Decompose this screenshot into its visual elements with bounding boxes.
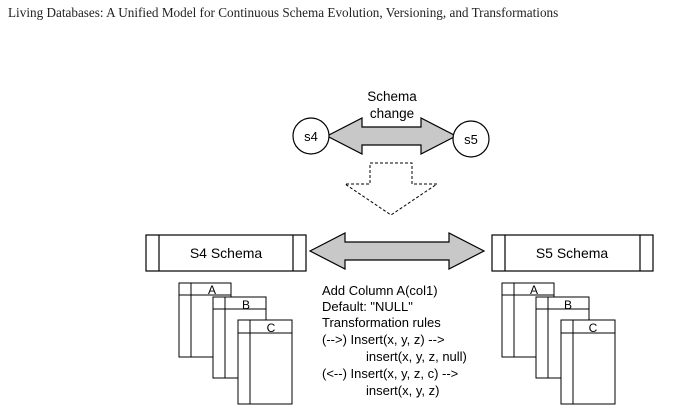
- s4-table-a-label: A: [208, 283, 216, 297]
- s5-schema-title: S5 Schema: [536, 245, 609, 261]
- transformation-line-default: Default: "NULL": [322, 299, 413, 314]
- running-title: Living Databases: A Unified Model for Co…: [8, 5, 559, 20]
- s4-schema-bar: S4 Schema: [145, 234, 307, 272]
- s5-table-c: C: [560, 319, 616, 405]
- s4-table-c-label: C: [267, 321, 276, 335]
- transformation-line-rules-heading: Transformation rules: [322, 315, 441, 330]
- node-s5-label: s5: [464, 132, 478, 147]
- node-s4: [292, 117, 330, 155]
- s4-table-c: C: [237, 319, 293, 405]
- schema-change-label-line2: change: [370, 106, 414, 121]
- node-s4-label: s4: [304, 129, 318, 144]
- s5-table-b-label: B: [564, 298, 572, 312]
- s5-schema-bar: S5 Schema: [491, 234, 654, 272]
- s5-table-a-label: A: [530, 283, 538, 297]
- transformation-line-add-column: Add Column A(col1): [322, 283, 438, 298]
- s4-table-b-label: B: [242, 298, 250, 312]
- transformation-arrow: [308, 232, 486, 270]
- transformation-line-backward-rule: (<--) Insert(x, y, z, c) -->: [322, 366, 458, 381]
- schema-change-arrow: [325, 117, 458, 155]
- node-s5: [452, 120, 490, 158]
- s5-table-stack: A B C: [501, 282, 616, 405]
- dashed-down-arrow: [343, 162, 439, 216]
- s5-table-c-label: C: [589, 321, 598, 335]
- transformation-line-backward-result: insert(x, y, z): [366, 383, 439, 398]
- transformation-line-forward-rule: (-->) Insert(x, y, z) -->: [322, 332, 445, 347]
- s4-table-stack: A B C: [178, 282, 293, 405]
- s4-schema-title: S4 Schema: [190, 245, 263, 261]
- schema-change-label-line1: Schema: [367, 89, 417, 104]
- transformation-description: Add Column A(col1) Default: "NULL" Trans…: [322, 283, 467, 398]
- transformation-line-forward-result: insert(x, y, z, null): [366, 349, 467, 364]
